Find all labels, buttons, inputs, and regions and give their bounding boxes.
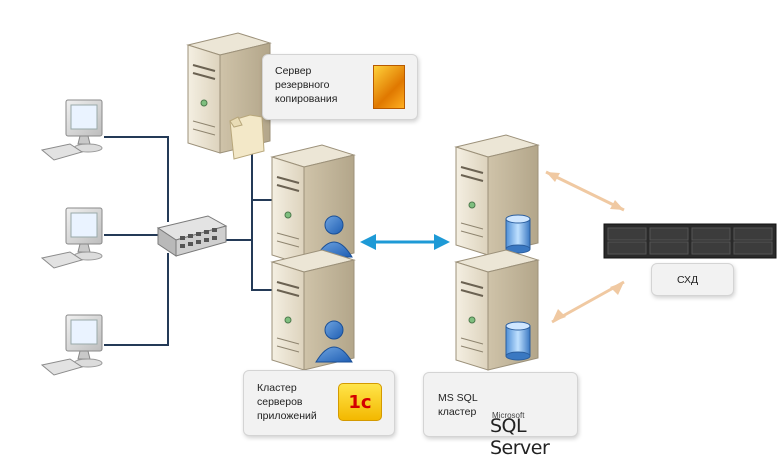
workstation-icon [40,314,103,376]
sql-server-icon [454,249,540,371]
sql-microsoft-text: Microsoft [492,411,525,420]
cluster-link-arrow [360,234,450,250]
backup-software-logo-icon [373,65,405,109]
application-server-icon [270,249,356,371]
1c-logo-icon: 1с [338,383,382,421]
sql-server-brand-text: SQL Server [490,415,550,459]
storage-label-box: СХД [651,263,734,296]
app-cluster-label-box: Кластер серверов приложений 1с [243,370,395,436]
backup-server-label: Сервер резервного копирования [275,65,338,105]
network-diagram [40,32,777,403]
storage-links [545,170,625,324]
workstation-icon [40,99,103,161]
storage-rack-icon [603,223,777,259]
network-switch-icon [156,215,228,257]
storage-label: СХД [677,274,699,286]
workstation-icon [40,207,103,269]
sql-server-icon [454,134,540,256]
backup-server-label-box: Сервер резервного копирования [262,54,418,120]
application-server-icon [270,144,356,266]
1c-logo-text: 1с [348,391,372,413]
sql-cluster-label-box: MS SQL кластер Microsoft SQL Server [423,372,578,459]
app-cluster-label: Кластер серверов приложений [257,382,317,422]
sql-cluster-label: MS SQL кластер [438,392,478,418]
backup-server-icon [186,32,272,160]
